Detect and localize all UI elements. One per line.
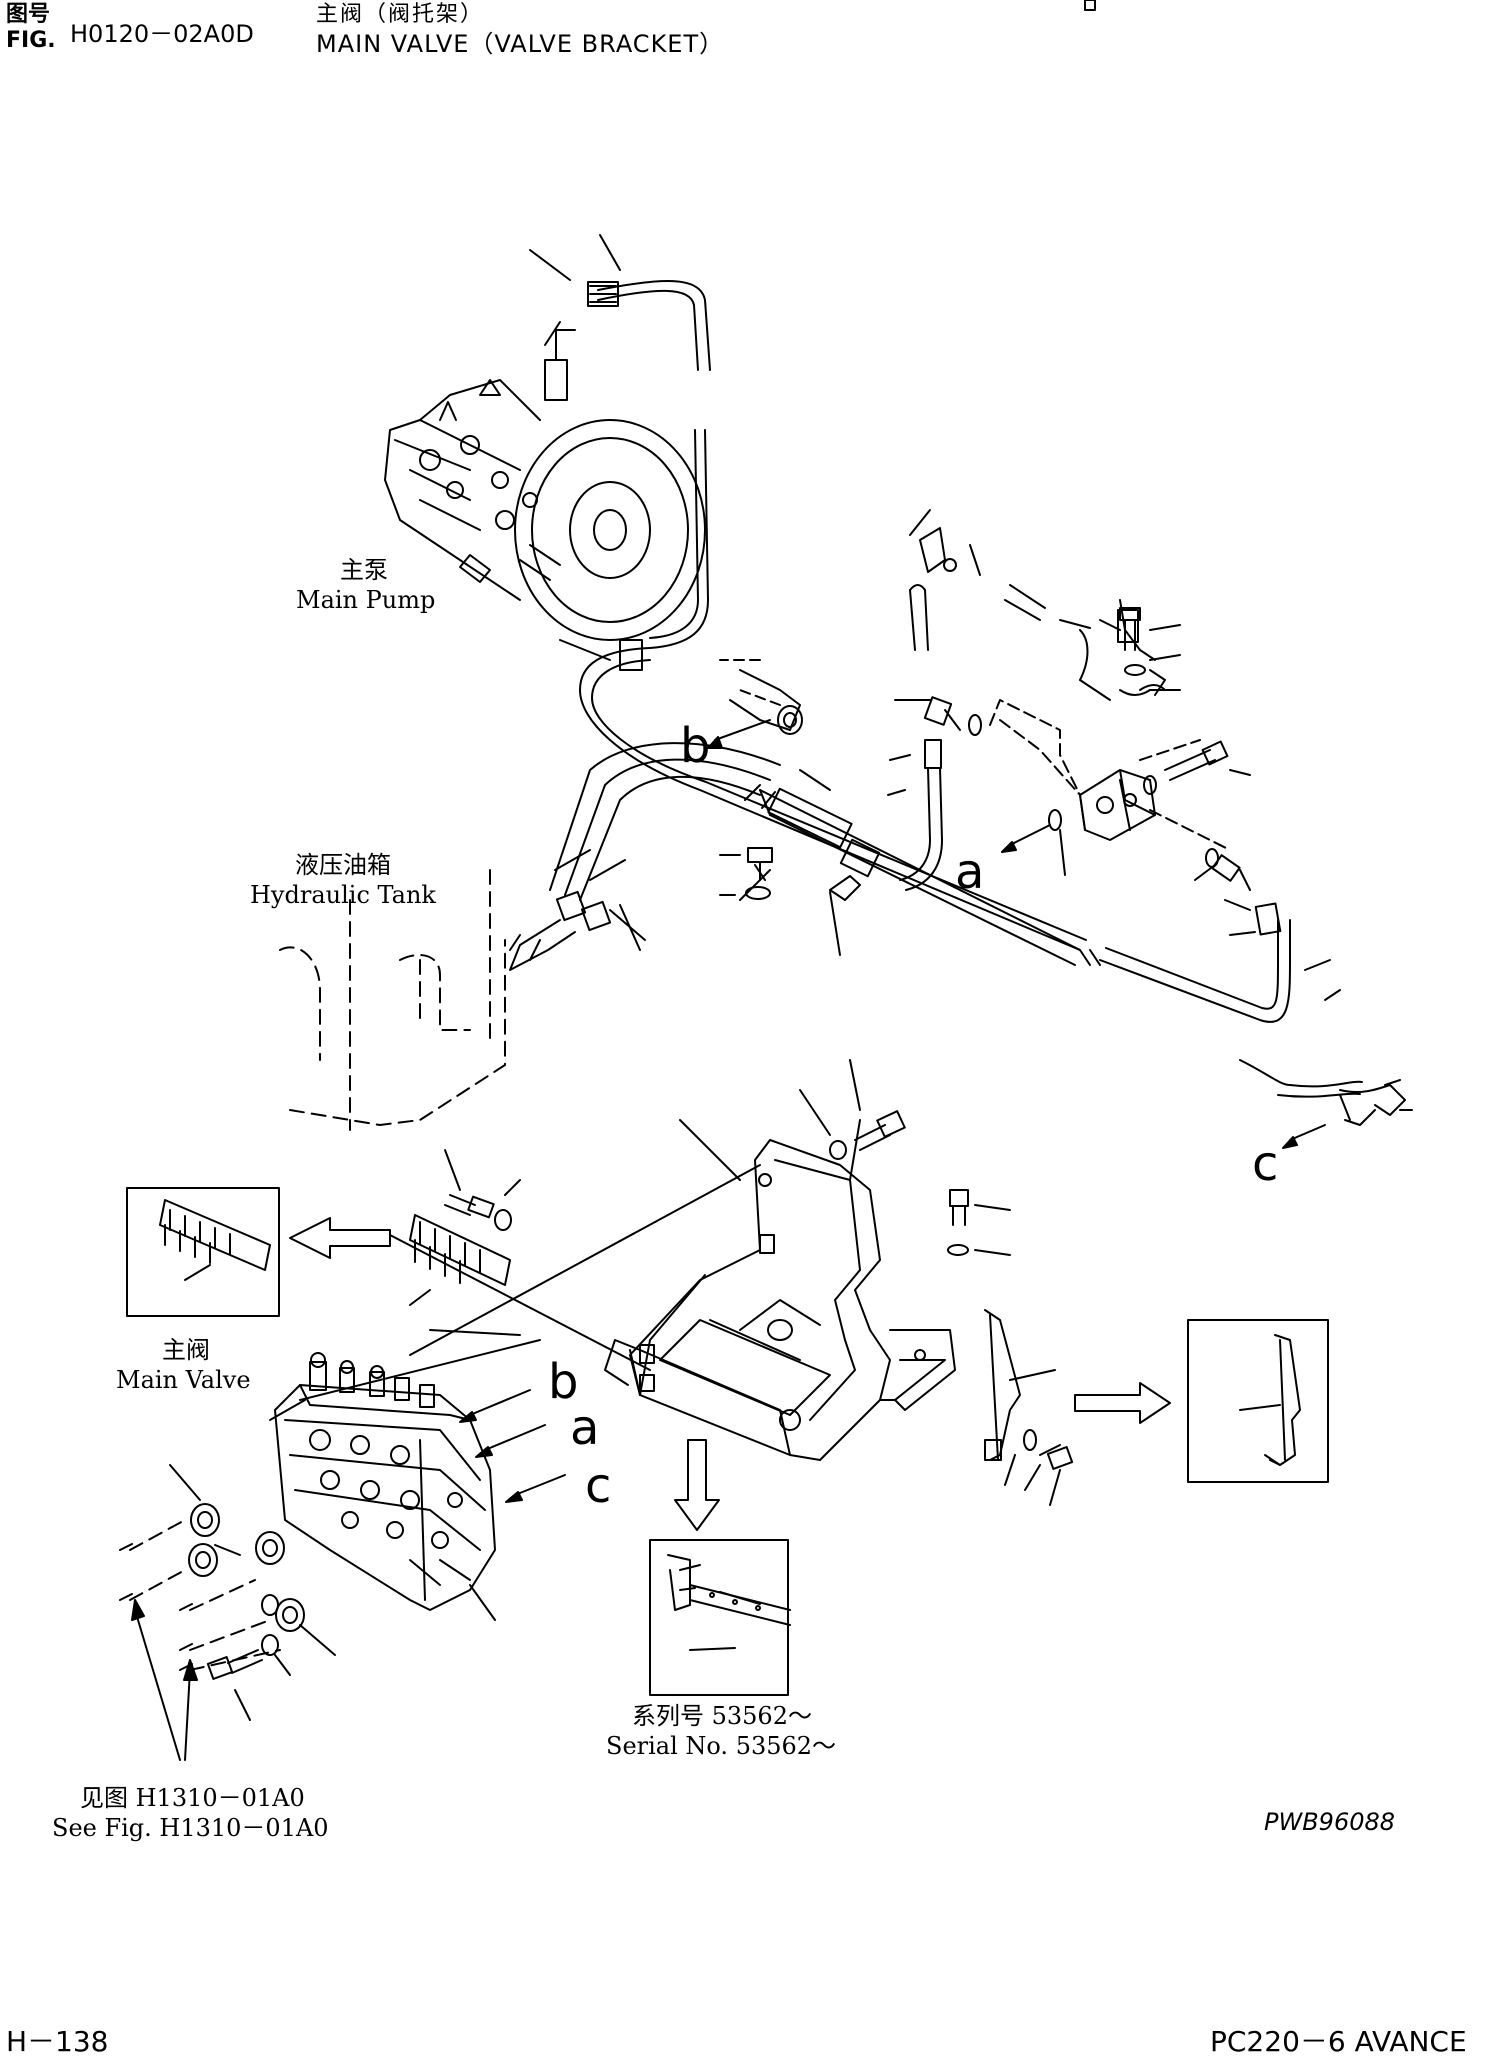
fitting-b bbox=[708, 660, 802, 748]
model-name: PC220－6 AVANCE bbox=[1210, 2025, 1467, 2058]
page-number: H－138 bbox=[6, 2025, 109, 2058]
see-fig-label-cn: 见图 H1310－01A0 bbox=[80, 1784, 305, 1812]
arrow-left-detail bbox=[290, 1218, 390, 1258]
bracket-top-bolts bbox=[800, 1060, 1010, 1255]
see-fig-arrows bbox=[132, 1600, 197, 1760]
bolt-set-top-right bbox=[1120, 608, 1250, 794]
return-hose-c bbox=[1195, 849, 1412, 1148]
pump-supply-hose bbox=[530, 235, 710, 648]
main-pump-label-cn: 主泵 bbox=[340, 556, 388, 584]
flange-set bbox=[120, 1465, 335, 1720]
serial-label-cn: 系列号 53562～ bbox=[632, 1702, 812, 1730]
callout-a-valve: a bbox=[570, 1400, 600, 1456]
main-pump-label-en: Main Pump bbox=[296, 586, 436, 614]
detail-box-left bbox=[127, 1188, 279, 1316]
main-valve-label-cn: 主阀 bbox=[162, 1336, 210, 1364]
junction-block bbox=[990, 700, 1230, 850]
tank-hoses bbox=[510, 743, 780, 970]
valve-port-arrows bbox=[460, 1390, 565, 1502]
fig-number: H0120－02A0D bbox=[70, 20, 254, 48]
fig-label-cn: 图号 bbox=[6, 2, 51, 27]
serial-label-en: Serial No. 53562～ bbox=[606, 1732, 837, 1760]
support-bracket bbox=[985, 1310, 1072, 1505]
callout-b-upper: b bbox=[680, 718, 711, 774]
detail-box-serial bbox=[650, 1540, 790, 1695]
drawing-code: PWB96088 bbox=[1264, 1808, 1396, 1836]
callout-c-valve: c bbox=[585, 1458, 612, 1514]
main-valve bbox=[270, 1353, 495, 1610]
clamp-bolts bbox=[720, 848, 772, 899]
detail-box-right bbox=[1188, 1320, 1328, 1482]
callout-a-upper: a bbox=[955, 844, 985, 900]
hydraulic-tank bbox=[280, 870, 505, 1130]
elbow-fittings bbox=[910, 0, 1165, 700]
arrow-right-detail bbox=[1075, 1383, 1170, 1423]
hydraulic-tank-label-en: Hydraulic Tank bbox=[250, 881, 436, 909]
alignment-lines bbox=[300, 1165, 760, 1400]
valve-bracket bbox=[605, 1120, 955, 1460]
hydraulic-tank-label-cn: 液压油箱 bbox=[295, 851, 391, 879]
main-pump bbox=[385, 330, 705, 640]
title-en: MAIN VALVE（VALVE BRACKET） bbox=[316, 30, 725, 58]
main-valve-label-en: Main Valve bbox=[116, 1366, 251, 1394]
arrow-down-detail bbox=[675, 1440, 719, 1530]
callout-c-upper: c bbox=[1252, 1136, 1279, 1192]
see-fig-label-en: See Fig. H1310－01A0 bbox=[52, 1814, 329, 1842]
fitting-a-marker bbox=[1002, 810, 1065, 875]
terminal-block bbox=[410, 1150, 520, 1305]
pilot-hose-vertical bbox=[888, 697, 981, 890]
fig-label-en: FIG. bbox=[6, 28, 56, 53]
leader-lines bbox=[430, 1330, 520, 1620]
callout-b-valve: b bbox=[548, 1354, 579, 1410]
delivery-pipes bbox=[560, 640, 1362, 1097]
title-cn: 主阀（阀托架） bbox=[316, 2, 485, 27]
